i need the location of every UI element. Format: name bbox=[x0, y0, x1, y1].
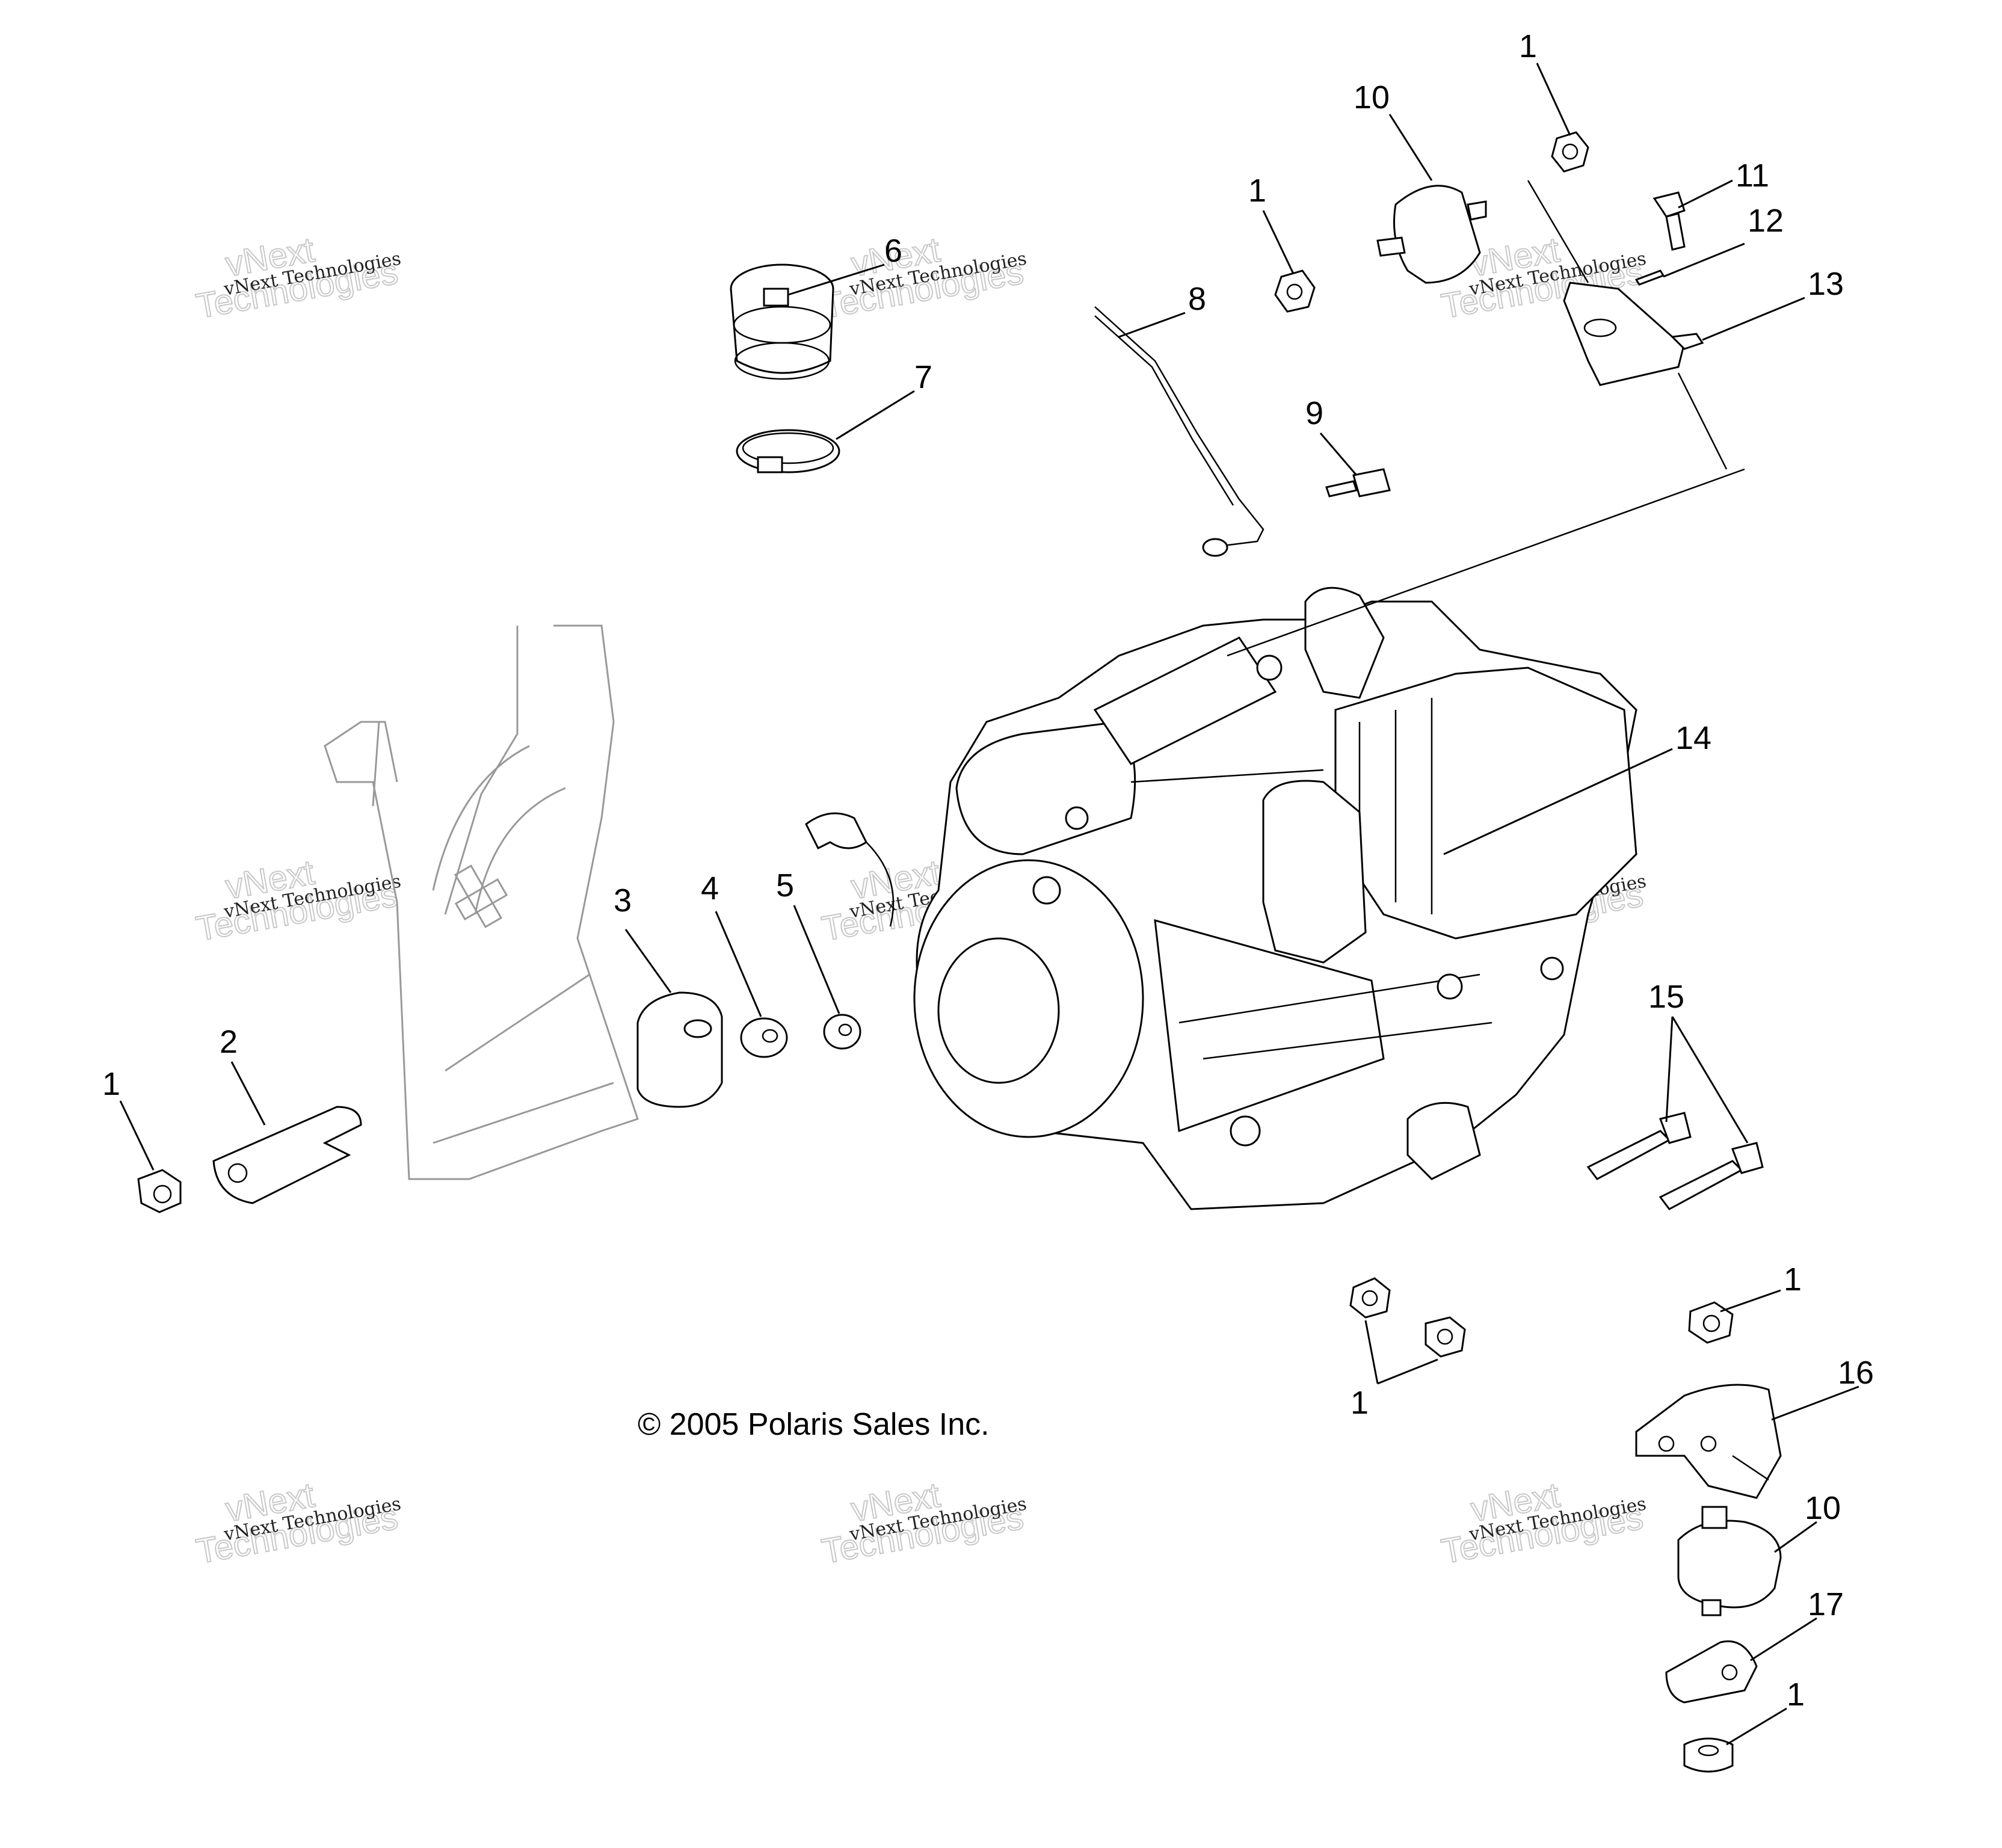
nut-bottom bbox=[1683, 1737, 1734, 1773]
bracket-13 bbox=[1527, 180, 1728, 470]
washer-4 bbox=[740, 1017, 788, 1058]
callout-7: 7 bbox=[914, 359, 932, 395]
bolt-11 bbox=[1652, 191, 1686, 251]
callout-9: 9 bbox=[1305, 395, 1323, 431]
nut-left bbox=[137, 1169, 182, 1213]
callout-4: 4 bbox=[701, 870, 719, 907]
callout-1: 1 bbox=[1787, 1677, 1805, 1713]
callout-1: 1 bbox=[1784, 1261, 1802, 1298]
callout-14: 14 bbox=[1675, 720, 1711, 756]
callout-1: 1 bbox=[1248, 173, 1266, 209]
nut-top-mid bbox=[1274, 270, 1316, 313]
callout-2: 2 bbox=[220, 1024, 238, 1060]
watermark: vNext Technologies vNext Technologies bbox=[818, 230, 1028, 327]
engine-assembly bbox=[805, 468, 1745, 1210]
callout-16: 16 bbox=[1838, 1355, 1874, 1391]
rod-8 bbox=[1094, 306, 1264, 557]
bracket-16 bbox=[1635, 1384, 1782, 1499]
callout-1: 1 bbox=[102, 1066, 120, 1102]
callout-labels: 1 10 1 11 12 13 6 8 7 9 14 3 4 5 2 1 15 … bbox=[102, 28, 1874, 1713]
leader-lines bbox=[119, 63, 1859, 1746]
washer-5 bbox=[823, 1014, 861, 1050]
bolt-9 bbox=[1325, 468, 1391, 497]
callout-6: 6 bbox=[884, 233, 902, 269]
rubber-mount-top bbox=[1376, 185, 1487, 284]
nut-right-mid bbox=[1688, 1301, 1734, 1344]
rubber-mount-3 bbox=[636, 991, 723, 1108]
bolts-15 bbox=[1586, 1112, 1764, 1210]
bracket-2 bbox=[212, 1106, 362, 1204]
hose-clamp-7 bbox=[736, 429, 840, 473]
callout-12: 12 bbox=[1748, 203, 1784, 239]
intake-boot-6 bbox=[730, 263, 834, 380]
callout-5: 5 bbox=[776, 867, 794, 904]
watermark: vNext Technologies vNext Technologies bbox=[1438, 1475, 1648, 1572]
callout-10: 10 bbox=[1805, 1490, 1841, 1526]
callout-3: 3 bbox=[614, 882, 632, 919]
rubber-mount-bottom bbox=[1677, 1506, 1782, 1616]
clip-12 bbox=[1634, 270, 1665, 286]
watermark: vNext Technologies vNext Technologies bbox=[192, 230, 402, 327]
watermark: vNext Technologies vNext Technologies bbox=[818, 1475, 1028, 1572]
callout-1: 1 bbox=[1519, 28, 1537, 64]
copyright-notice: © 2005 Polaris Sales Inc. bbox=[638, 1407, 990, 1442]
callout-8: 8 bbox=[1188, 281, 1206, 317]
callout-13: 13 bbox=[1808, 266, 1844, 302]
watermark: vNext Technologies vNext Technologies bbox=[192, 1475, 402, 1572]
callout-11: 11 bbox=[1736, 158, 1769, 194]
callout-10: 10 bbox=[1354, 79, 1390, 116]
callout-1: 1 bbox=[1351, 1385, 1369, 1421]
nut-top-right bbox=[1551, 131, 1589, 173]
vehicle-frame bbox=[324, 624, 639, 1180]
nut-pair-bottom bbox=[1349, 1277, 1466, 1358]
plate-17 bbox=[1665, 1640, 1758, 1704]
watermark: vNext Technologies vNext Technologies bbox=[192, 852, 402, 949]
callout-17: 17 bbox=[1808, 1586, 1844, 1622]
callout-15: 15 bbox=[1648, 979, 1684, 1015]
